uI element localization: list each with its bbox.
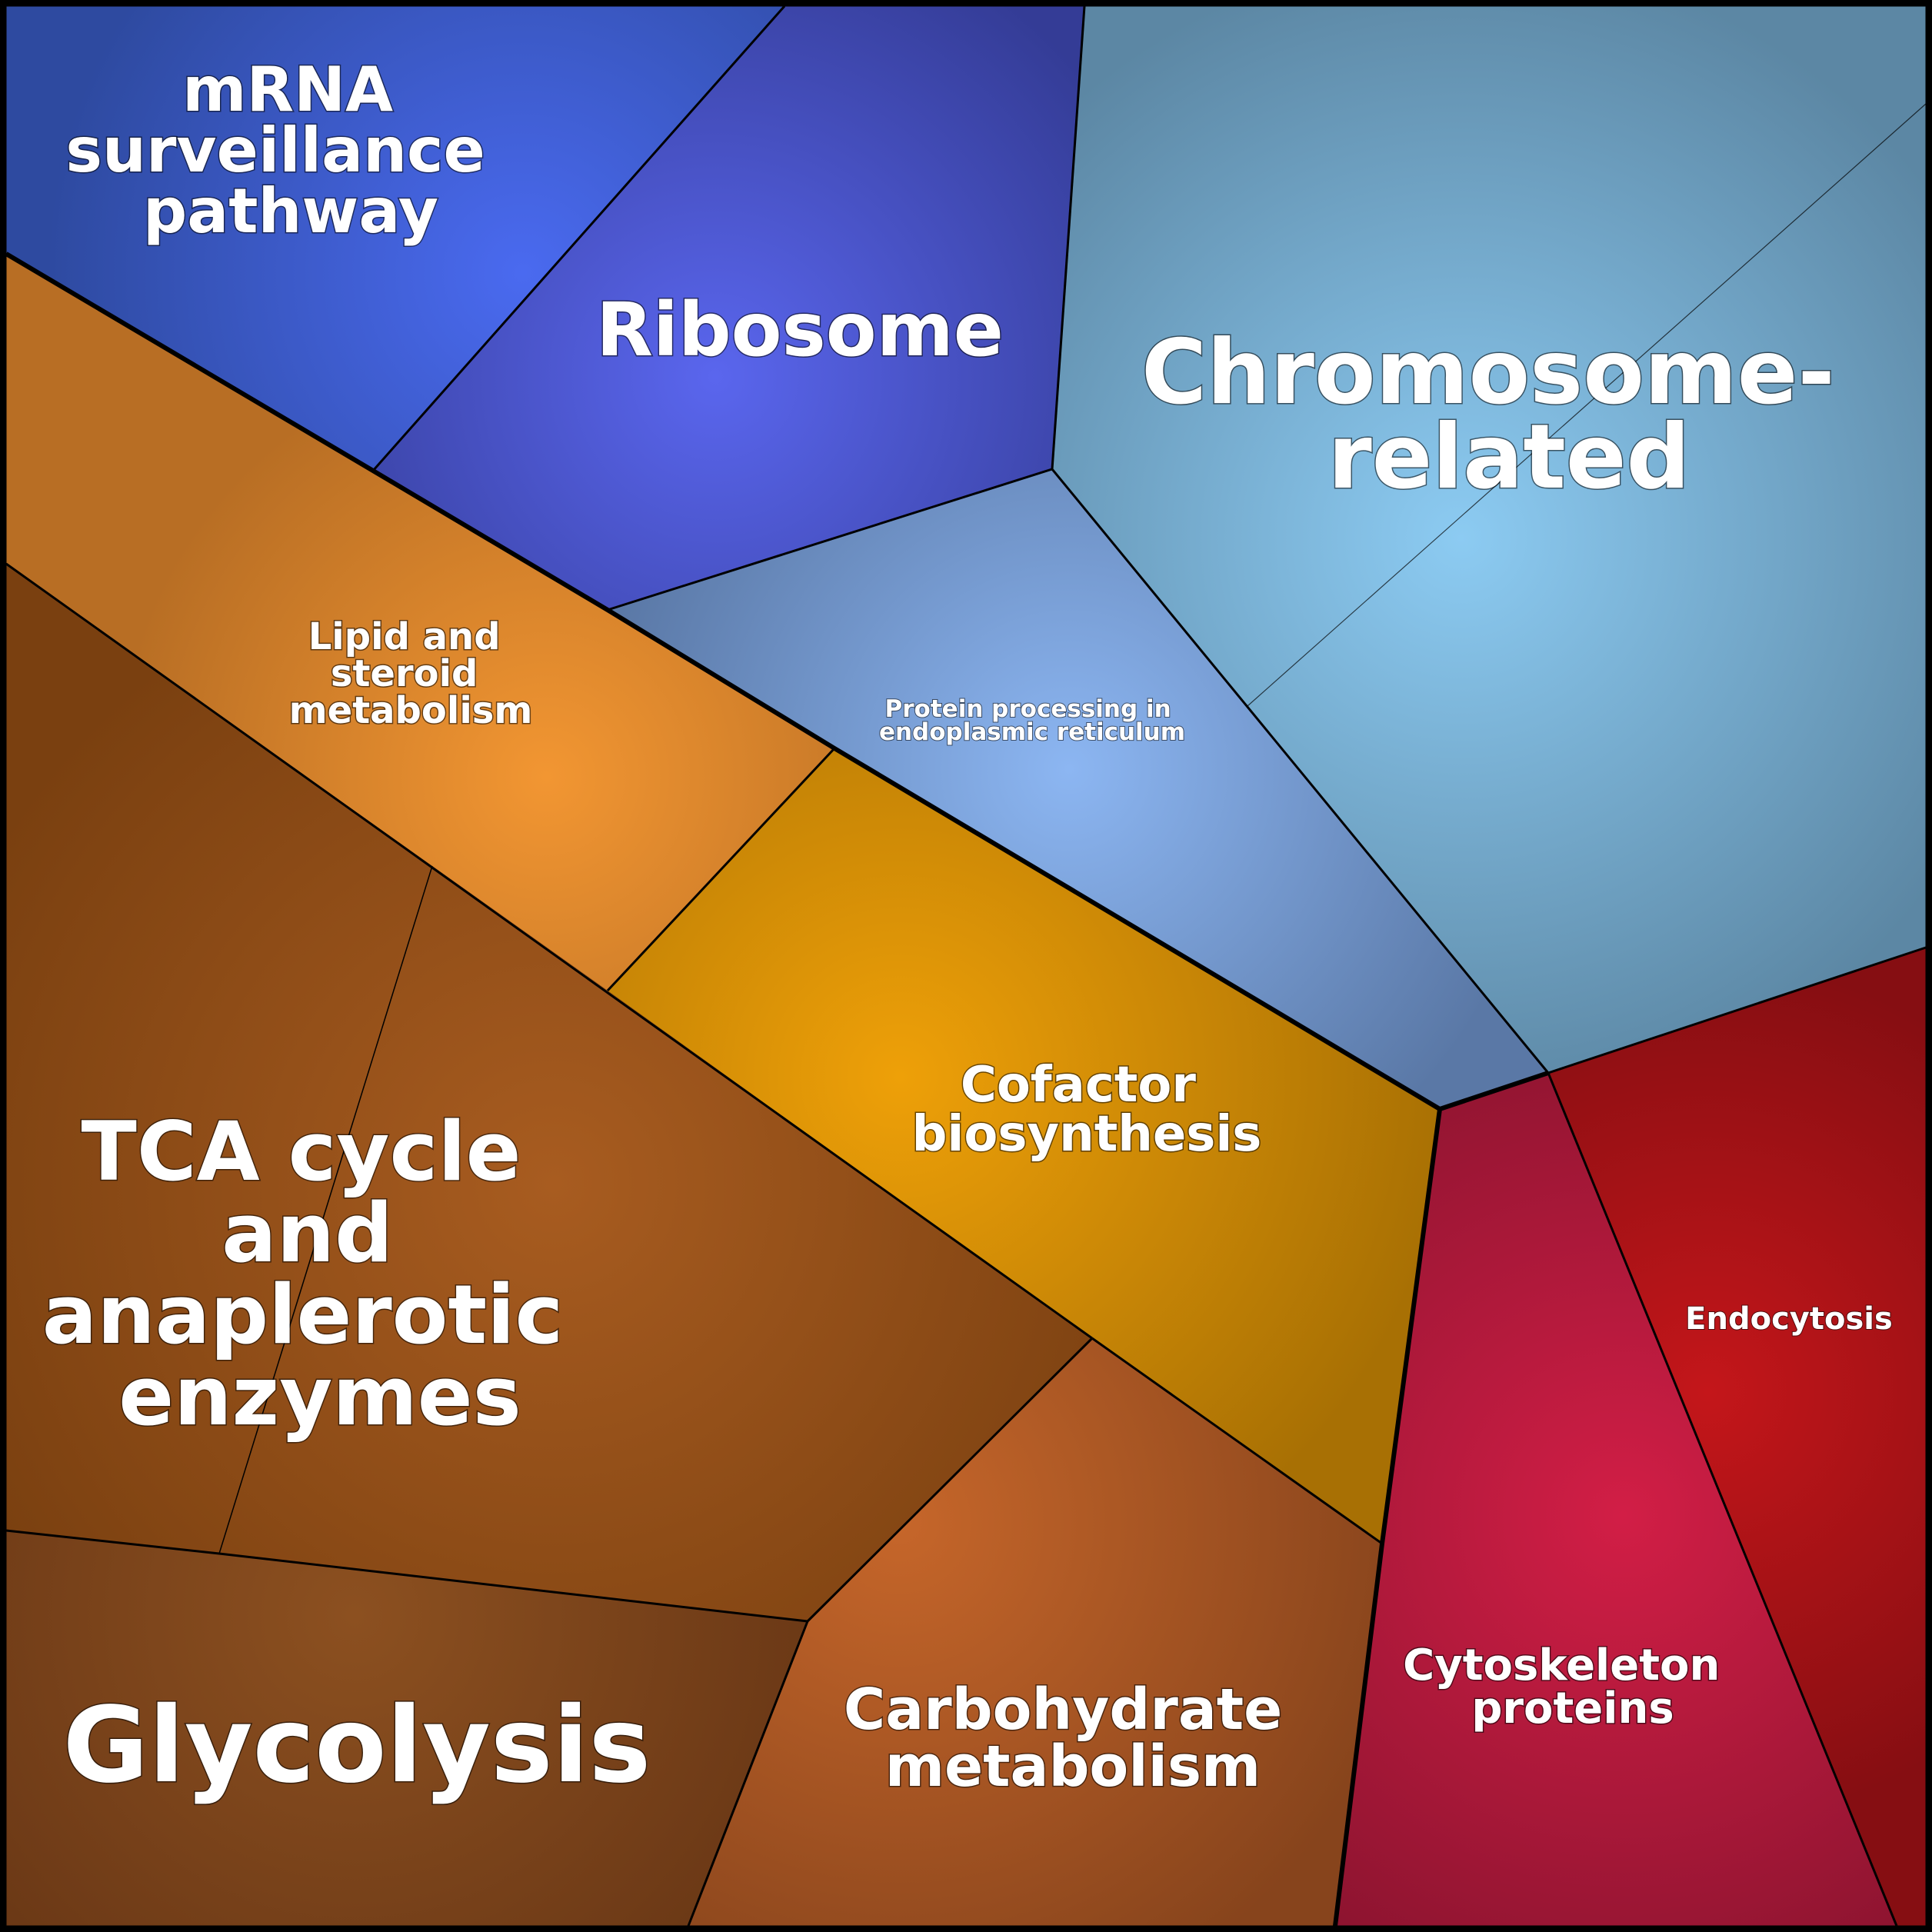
divider-tca-sub	[218, 865, 433, 1554]
label-chromosome: Chromosome- related	[1141, 321, 1866, 509]
label-protein: Protein processing in endoplasmic reticu…	[879, 695, 1185, 746]
boundary-lipid-tca	[5, 562, 1093, 1340]
label-endocytosis: Endocytosis	[1685, 1301, 1893, 1337]
label-glycolysis: Glycolysis	[63, 1685, 651, 1807]
boundary-tca-carbohydrate	[806, 1337, 1094, 1623]
cell-endocytosis[interactable]	[1548, 948, 1926, 1926]
cell-mrna[interactable]	[6, 6, 784, 471]
boundary-ribosome-protein	[607, 468, 1550, 1074]
label-cytoskeleton: Cytoskeleton proteins	[1403, 1641, 1735, 1734]
cell-cofactor[interactable]	[608, 748, 1440, 1544]
cell-cytoskeleton[interactable]	[1335, 1073, 1897, 1926]
boundary-lipid-cofactor	[606, 747, 836, 992]
divider-chromosome-sub	[1247, 103, 1927, 707]
boundary-ribosome-chromosome	[1051, 5, 1086, 470]
label-ribosome: Ribosome	[596, 287, 1004, 373]
boundary-genetic-metabolism	[5, 251, 1441, 1111]
cells	[6, 6, 1926, 1926]
cell-protein[interactable]	[608, 469, 1548, 1109]
boundary-tca-cofactor	[1091, 1337, 1383, 1545]
boundary-mrna-ribosome	[371, 5, 786, 471]
boundary-tca-glycolysis	[5, 1529, 808, 1623]
sub-dividers	[218, 103, 1927, 1554]
boundary-chromosome-endocytosis	[1547, 946, 1927, 1074]
label-carbohydrate: Carbohydrate metabolism	[844, 1677, 1302, 1800]
label-tca: TCA cycle and anaplerotic enzymes	[42, 1104, 591, 1444]
label-cofactor: Cofactor biosynthesis	[912, 1057, 1262, 1163]
cell-ribosome[interactable]	[373, 6, 1084, 610]
cell-lipid[interactable]	[6, 254, 834, 991]
boundaries	[5, 5, 1927, 1927]
boundary-cytoskeleton-endocytosis	[1547, 1072, 1898, 1927]
cell-chromosome[interactable]	[1052, 6, 1926, 1073]
cell-carbohydrate[interactable]	[688, 1338, 1382, 1926]
labels: mRNA surveillance pathway Ribosome Chrom…	[41, 53, 1894, 1808]
label-mrna: mRNA surveillance pathway	[65, 54, 506, 247]
cell-tca[interactable]	[6, 564, 1092, 1621]
boundary-cellular-processes	[1333, 1071, 1549, 1927]
label-lipid: Lipid and steroid metabolism	[289, 615, 533, 732]
group-boundaries	[5, 251, 1549, 1927]
boundary-glycolysis-carbohydrate	[687, 1621, 809, 1927]
cell-glycolysis[interactable]	[6, 1531, 808, 1926]
